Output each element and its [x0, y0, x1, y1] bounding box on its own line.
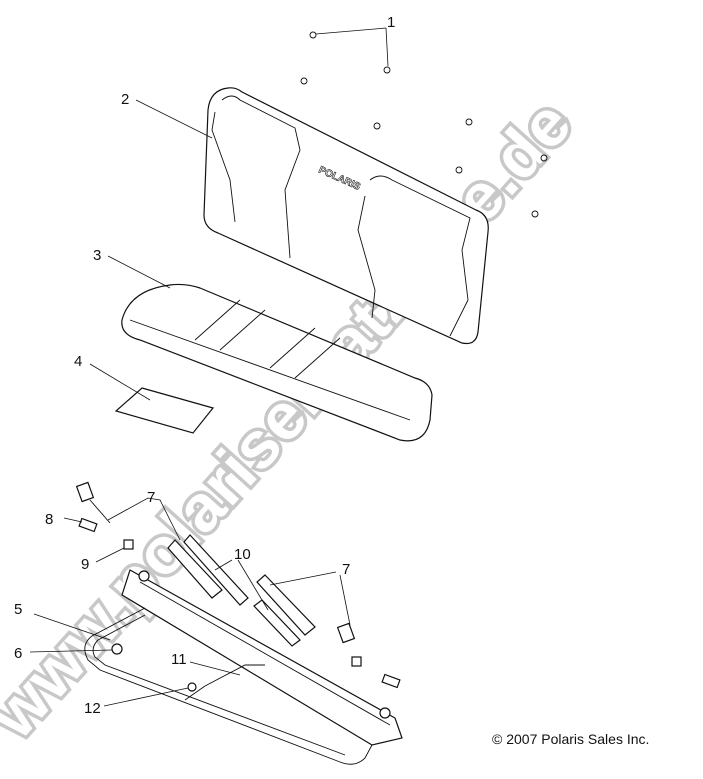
grommet-6 [111, 643, 123, 655]
callout-10: 10 [234, 546, 251, 563]
callout-6: 6 [14, 645, 22, 662]
seat-backrest: POLARIS [203, 87, 489, 345]
seat-cushion [121, 283, 433, 442]
screws [300, 31, 548, 218]
callout-9: 9 [81, 556, 89, 573]
leader-lines [29, 27, 389, 707]
callout-7a: 7 [147, 489, 155, 506]
callout-3: 3 [93, 247, 101, 264]
callout-5: 5 [14, 601, 22, 618]
callout-8: 8 [45, 511, 53, 528]
copyright-text: © 2007 Polaris Sales Inc. [492, 731, 650, 747]
callout-11: 11 [171, 651, 187, 668]
seat-panel [114, 387, 215, 434]
callout-7b: 7 [342, 561, 350, 578]
callout-12: 12 [84, 700, 101, 717]
callout-4: 4 [74, 353, 82, 370]
callout-labels: 1 2 3 4 5 6 7 7 8 9 10 11 12 [14, 14, 395, 717]
callout-2: 2 [121, 91, 129, 108]
callout-1: 1 [387, 14, 395, 31]
seat-belts [75, 481, 401, 689]
seat-frame [84, 569, 403, 765]
